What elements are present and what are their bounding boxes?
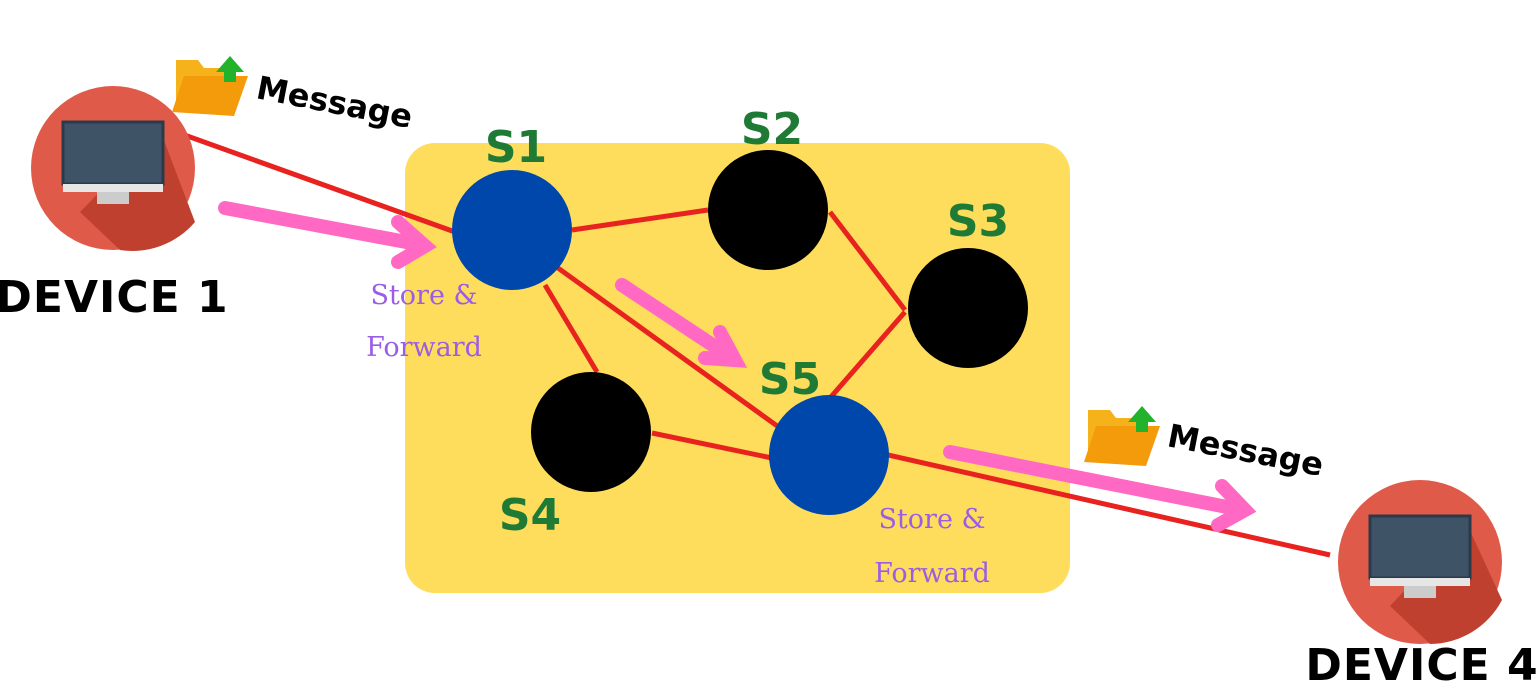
links [164, 125, 1331, 558]
switch-s1[interactable] [452, 170, 572, 290]
switch-s3[interactable] [908, 248, 1028, 368]
folder-upload-icon [1084, 406, 1160, 466]
link-s2-s3 [828, 210, 907, 312]
switch-s5[interactable] [769, 395, 889, 515]
device-4[interactable]: DEVICE 4 [1305, 480, 1536, 691]
folder-upload-icon [172, 56, 248, 116]
computer-monitor-icon [1368, 514, 1472, 580]
arrowhead-1 [391, 215, 437, 269]
store-forward-s5-line2: Forward [874, 558, 990, 589]
link-s4-s5 [651, 430, 773, 461]
link-s1-s2 [571, 207, 709, 233]
flow-arrows [218, 201, 1257, 532]
flow-arrow-2 [615, 278, 739, 365]
s1-label: S1 [485, 122, 547, 173]
link-s3-s5 [828, 310, 907, 400]
link-device1-s1 [164, 125, 456, 235]
device-4-label: DEVICE 4 [1305, 640, 1536, 691]
message-label-2: Message [1164, 417, 1326, 484]
flow-arrow-1 [218, 201, 429, 252]
store-forward-s1-line1: Store & [370, 280, 477, 311]
link-s1-s5 [556, 265, 782, 431]
computer-monitor-icon [61, 120, 165, 186]
link-s1-s4 [542, 283, 600, 374]
s4-label: S4 [499, 490, 561, 541]
link-s5-device4 [887, 452, 1331, 558]
arrowhead-2 [698, 325, 748, 368]
arrowhead-3 [1211, 479, 1257, 532]
flow-arrow-3 [943, 445, 1249, 517]
store-forward-s1-line2: Forward [366, 332, 482, 363]
s3-label: S3 [947, 196, 1009, 247]
s2-label: S2 [741, 104, 803, 155]
device-1-label: DEVICE 1 [0, 272, 229, 323]
switch-s2[interactable] [708, 150, 828, 270]
switch-s4[interactable] [531, 372, 651, 492]
message-label-1: Message [253, 69, 415, 136]
device-1[interactable]: DEVICE 1 [0, 86, 229, 323]
store-forward-s5-line1: Store & [878, 504, 985, 535]
s5-label: S5 [759, 354, 821, 405]
